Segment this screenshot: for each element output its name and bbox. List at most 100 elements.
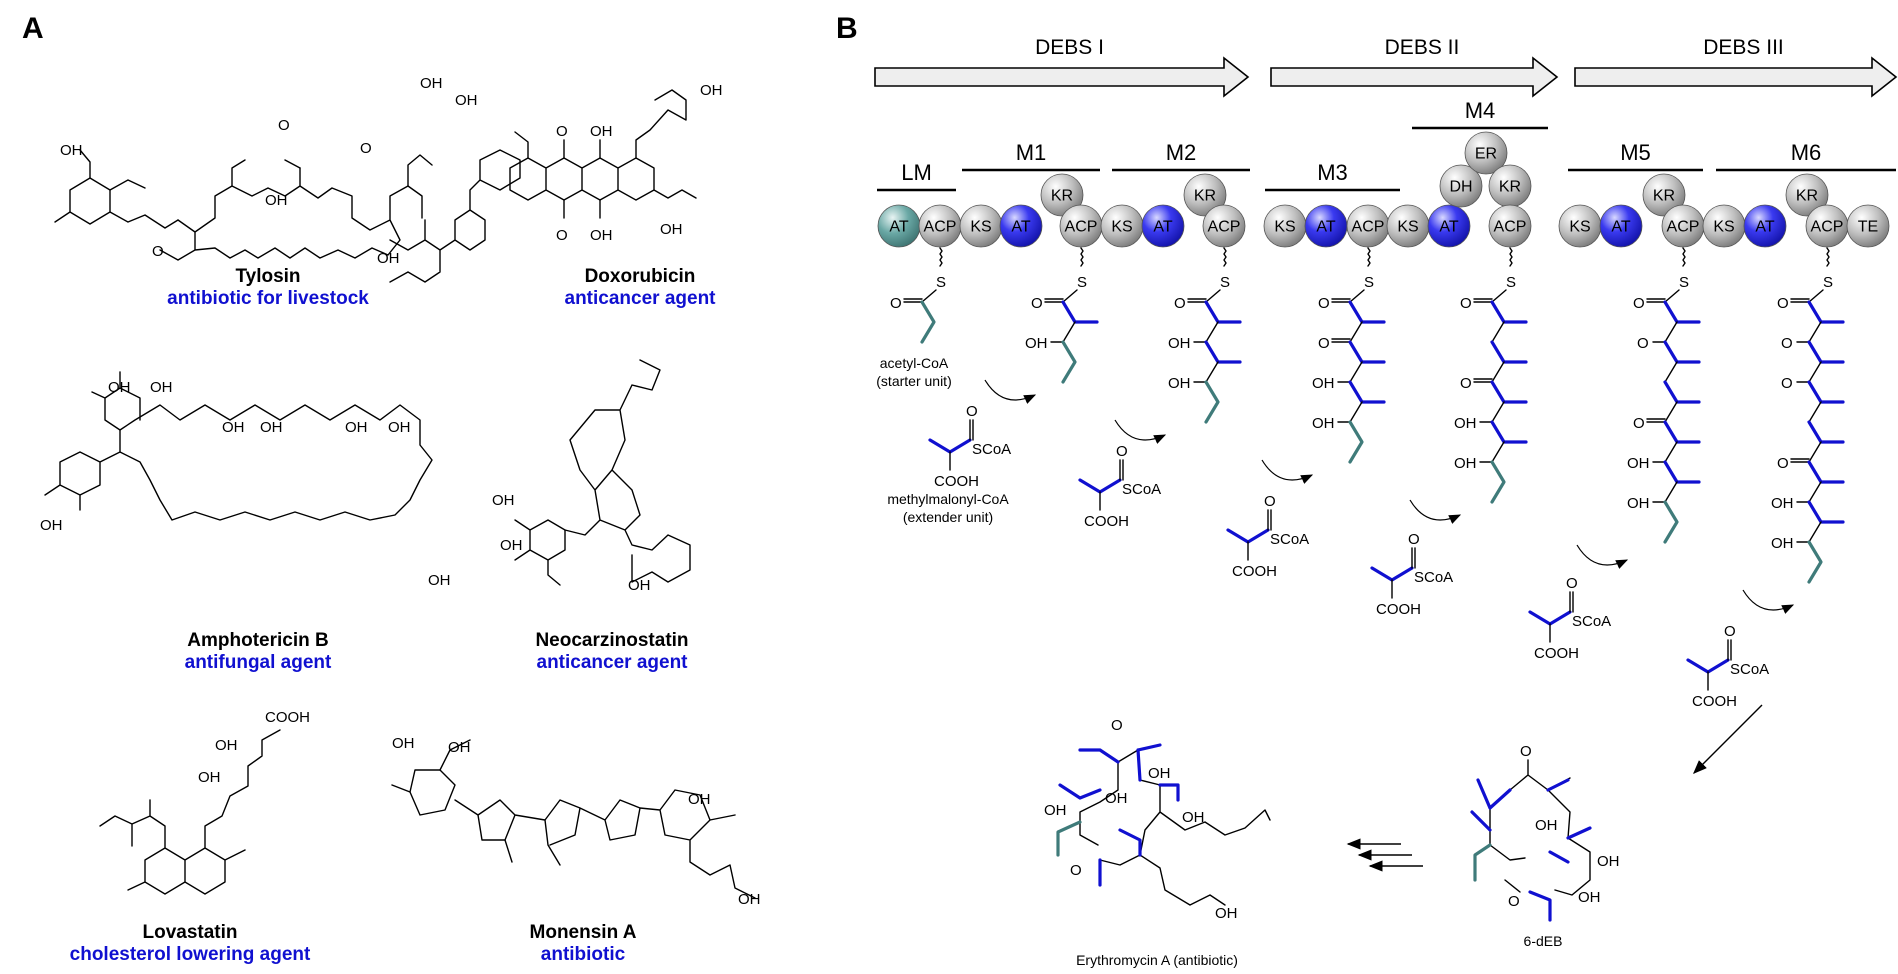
panel-b-letter: B <box>836 12 858 45</box>
svg-text:ACP: ACP <box>1667 219 1700 236</box>
elongation-arrow-3 <box>1409 499 1462 524</box>
atom-oh: OH <box>108 379 131 396</box>
atom-oh: OH <box>448 739 471 756</box>
starter-label-line1: acetyl-CoA <box>880 355 949 371</box>
svg-text:KS: KS <box>1111 219 1132 236</box>
svg-text:O: O <box>1116 443 1128 460</box>
svg-text:ACP: ACP <box>1352 219 1385 236</box>
svg-text:O: O <box>1724 623 1736 640</box>
atom-o: O <box>1031 295 1043 312</box>
svg-text:KS: KS <box>1274 219 1295 236</box>
atom-oh: OH <box>492 492 515 509</box>
domain-m3-ks: KS <box>1263 204 1307 248</box>
lovastatin-structure: COOH OH OH <box>99 709 310 895</box>
compound-name-amphotericin-b: Amphotericin B <box>187 630 328 651</box>
atom-oh: OH <box>1105 790 1128 807</box>
atom-oh: OH <box>1312 375 1335 392</box>
atom-oh: OH <box>40 517 63 534</box>
atom-oh: O <box>1637 335 1649 352</box>
erythromycin-a-structure: O OH OH OH OH OH O <box>1044 717 1271 922</box>
svg-text:KS: KS <box>1713 219 1734 236</box>
svg-text:ACP: ACP <box>1208 219 1241 236</box>
atom-o: O <box>1508 893 1520 910</box>
atom-o: O <box>1070 862 1082 879</box>
svg-text:KR: KR <box>1194 188 1216 205</box>
domain-m6-acp: ACP <box>1805 204 1849 248</box>
svg-text:SCoA: SCoA <box>1270 531 1309 548</box>
elongation-arrow-2 <box>1261 459 1314 484</box>
domain-m4-at: AT <box>1427 204 1471 248</box>
atom-oh: OH <box>345 419 368 436</box>
atom-o: O <box>1460 295 1472 312</box>
atom-o: O <box>1318 335 1330 352</box>
domain-m1-kr: KR <box>1040 173 1084 217</box>
final-product-label: Erythromycin A (antibiotic) <box>1076 952 1238 968</box>
elongation-arrow-4 <box>1576 544 1629 569</box>
atom-oh: OH <box>700 82 723 99</box>
atom-oh: OH <box>590 123 613 140</box>
svg-text:KR: KR <box>1653 188 1675 205</box>
atom-oh: OH <box>420 75 443 92</box>
domain-m4-acp: ACP <box>1488 204 1532 248</box>
svg-text:SCoA: SCoA <box>1572 613 1611 630</box>
6-deb-structure: O OH OH OH O <box>1470 743 1620 922</box>
svg-text:COOH: COOH <box>934 473 979 490</box>
domain-m2-acp: ACP <box>1202 204 1246 248</box>
atom-oh: OH <box>377 250 400 267</box>
atom-oh: OH <box>688 791 711 808</box>
domain-m6-at: AT <box>1743 204 1787 248</box>
extender-label-line1: methylmalonyl-CoA <box>887 491 1009 507</box>
product-label-6deb: 6-dEB <box>1524 933 1563 949</box>
compound-name-tylosin: Tylosin <box>235 266 300 287</box>
domain-m1-ks: KS <box>959 204 1003 248</box>
atom-oh: OH <box>1535 817 1558 834</box>
compound-use-monensin-a: antibiotic <box>541 944 626 965</box>
svg-text:KR: KR <box>1796 188 1818 205</box>
elongation-arrow-0 <box>984 379 1037 404</box>
atom-oh: O <box>1781 375 1793 392</box>
atom-oh: OH <box>1168 335 1191 352</box>
domain-lm-at: AT <box>877 204 921 248</box>
atom-oh: OH <box>392 735 415 752</box>
extender-units: OSCoACOOHOSCoACOOHOSCoACOOHOSCoACOOHOSCo… <box>928 379 1795 710</box>
svg-text:AT: AT <box>1316 219 1335 236</box>
atom-oh: OH <box>1454 455 1477 472</box>
atom-o: O <box>1174 295 1186 312</box>
atom-o: O <box>1633 295 1645 312</box>
tylosin-structure: O OH O OH OH OH OH O <box>54 75 521 283</box>
domain-m3-at: AT <box>1304 204 1348 248</box>
conversion-arrows <box>1346 838 1423 872</box>
extender-label-line2: (extender unit) <box>903 509 993 525</box>
svg-text:SCoA: SCoA <box>1730 661 1769 678</box>
compound-use-neocarzinostatin: anticancer agent <box>537 652 689 673</box>
atom-s: S <box>1364 274 1374 291</box>
compound-name-lovastatin: Lovastatin <box>142 922 237 943</box>
atom-oh: OH <box>455 92 478 109</box>
svg-text:O: O <box>1566 575 1578 592</box>
atom-oh: OH <box>590 227 613 244</box>
panel-a: O OH O OH OH OH OH O Tylosin antibiotic … <box>40 75 761 965</box>
atom-o: O <box>152 243 164 260</box>
atom-o: O <box>1777 295 1789 312</box>
domain-m1-acp: ACP <box>1059 204 1103 248</box>
elongation-arrow-1 <box>1114 419 1167 444</box>
atom-oh: O <box>1781 335 1793 352</box>
monensin-a-structure: OH OH OH OH <box>391 735 761 908</box>
starter-label-line2: (starter unit) <box>876 373 951 389</box>
atom-oh: OH <box>738 891 761 908</box>
protein-arrow-debs-ii <box>1270 56 1559 98</box>
module-label-lm: LM <box>901 160 932 185</box>
svg-text:AT: AT <box>889 219 908 236</box>
atom-oh: OH <box>60 142 83 159</box>
module-label-m6: M6 <box>1791 140 1822 165</box>
atom-oh: OH <box>150 379 173 396</box>
atom-s: S <box>1823 274 1833 291</box>
svg-text:COOH: COOH <box>1692 693 1737 710</box>
svg-text:SCoA: SCoA <box>1414 569 1453 586</box>
